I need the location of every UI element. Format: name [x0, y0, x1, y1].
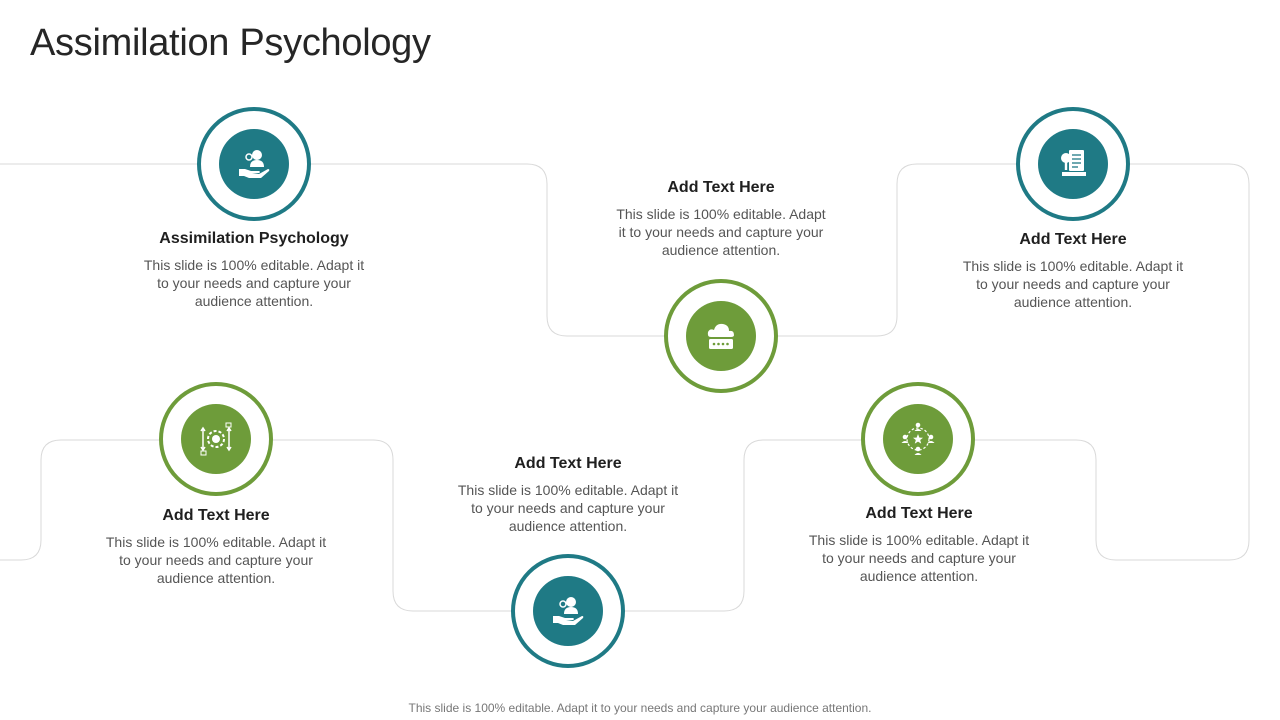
- step-5-card: Add Text Here This slide is 100% editabl…: [789, 505, 1049, 585]
- team-network-icon: [901, 422, 935, 455]
- step-6-circle: [1016, 107, 1130, 221]
- step-1-heading: Assimilation Psychology: [159, 230, 349, 247]
- step-5-heading: Add Text Here: [865, 505, 973, 522]
- step-4-circle: [664, 279, 778, 393]
- step-2-heading: Add Text Here: [162, 507, 270, 524]
- slide-title: Assimilation Psychology: [30, 22, 431, 64]
- footer-note: This slide is 100% editable. Adapt it to…: [408, 701, 872, 715]
- step-3-circle: [511, 554, 625, 668]
- hand-person-gear-icon: [239, 150, 270, 178]
- step-2-card: Add Text Here This slide is 100% editabl…: [86, 507, 346, 587]
- hand-person-gear-icon: [553, 597, 584, 625]
- step-5-circle: [861, 382, 975, 496]
- step-2-body: This slide is 100% editable. Adapt it to…: [105, 534, 327, 586]
- connector-top-1: [0, 163, 1250, 612]
- step-6-heading: Add Text Here: [1019, 231, 1127, 248]
- step-3-heading: Add Text Here: [514, 455, 622, 472]
- step-3-card: Add Text Here This slide is 100% editabl…: [438, 455, 698, 535]
- step-1-circle: [197, 107, 311, 221]
- step-5-body: This slide is 100% editable. Adapt it to…: [808, 532, 1030, 584]
- cloud-password-icon: [707, 323, 734, 349]
- gear-arrows-icon: [200, 422, 232, 456]
- step-4-card: Add Text Here This slide is 100% editabl…: [591, 179, 851, 259]
- step-4-body: This slide is 100% editable. Adapt it to…: [616, 206, 826, 258]
- step-1-card: Assimilation Psychology This slide is 10…: [124, 230, 384, 310]
- step-1-body: This slide is 100% editable. Adapt it to…: [143, 257, 365, 309]
- step-2-circle: [159, 382, 273, 496]
- document-magnifier-icon: [1061, 150, 1086, 176]
- step-6-body: This slide is 100% editable. Adapt it to…: [962, 258, 1184, 310]
- step-4-heading: Add Text Here: [667, 179, 775, 196]
- step-6-card: Add Text Here This slide is 100% editabl…: [943, 231, 1203, 311]
- step-3-body: This slide is 100% editable. Adapt it to…: [457, 482, 679, 534]
